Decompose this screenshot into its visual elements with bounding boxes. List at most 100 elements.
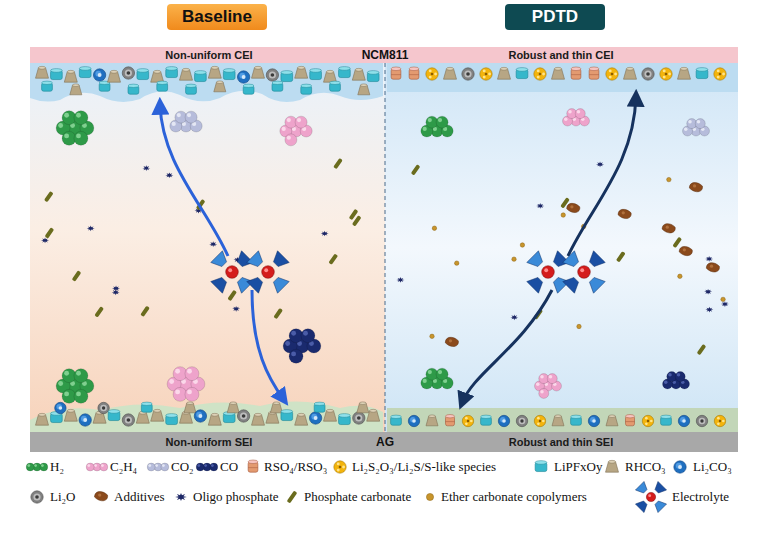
gas-cluster-part (303, 331, 308, 336)
rso-symbol-part (391, 67, 401, 71)
li2o-symbol-part (122, 67, 134, 79)
gas-cluster-part (94, 464, 97, 467)
gas-cluster-part (575, 109, 585, 119)
lis-symbol-part (539, 73, 542, 76)
li2o-symbol-part (98, 402, 109, 413)
add-symbol (689, 183, 702, 192)
lis-symbol (426, 68, 438, 80)
cyl-symbol (367, 71, 379, 82)
gas-cluster (421, 368, 453, 389)
gas-cluster-part (697, 120, 701, 124)
cone-symbol-part (38, 66, 45, 69)
gas-cluster-part (41, 464, 44, 467)
li2o-symbol-part (127, 418, 131, 422)
cyl-symbol-part (571, 415, 582, 418)
gas-cluster-part (64, 371, 69, 376)
legend-label: Li₂O (50, 488, 75, 506)
rso-symbol-part (391, 74, 401, 75)
cyl-symbol (137, 69, 149, 80)
cyl-symbol-part (339, 67, 351, 71)
phos-symbol-part (349, 209, 359, 220)
li2o-symbol-part (355, 414, 362, 421)
gas-cluster-part (285, 134, 297, 146)
phos-symbol (45, 227, 55, 238)
rso-symbol-part (248, 467, 258, 468)
add-symbol-part (449, 339, 452, 342)
cyl-symbol-part (314, 402, 325, 405)
lis-symbol-part (334, 461, 346, 473)
gas-cluster-part (291, 351, 296, 356)
gas-cluster-part (169, 379, 174, 384)
cone-symbol-part (361, 84, 368, 87)
gas-cluster-part (76, 113, 81, 118)
cyl-symbol-part (281, 71, 293, 75)
legend-label: CO (220, 458, 238, 476)
particles (36, 66, 729, 426)
lis-symbol-part (542, 420, 545, 423)
phos-symbol-part (411, 164, 421, 175)
layer-label: Non-uniform SEI (35, 432, 383, 452)
oligo-symbol (232, 306, 240, 312)
li2o-symbol-part (466, 72, 470, 76)
ring-symbol-part (592, 419, 596, 423)
cone-symbol-part (608, 460, 615, 463)
ring-symbol (55, 402, 66, 413)
cyl-symbol-part (330, 81, 341, 84)
cyl-symbol (696, 68, 708, 79)
elec-symbol-part (635, 481, 647, 493)
ether-symbol (561, 213, 565, 217)
ring-symbol-part (588, 415, 599, 426)
rso-symbol-part (446, 421, 455, 422)
cyl-symbol-part (272, 81, 283, 84)
phos-symbol (328, 254, 338, 265)
gas-cluster-part (162, 464, 165, 467)
ring-symbol-part (196, 412, 202, 418)
gas-cluster-part (64, 113, 69, 118)
elec-symbol-part (655, 501, 667, 513)
cathode-band (30, 47, 738, 63)
gas-cluster-part (438, 370, 442, 374)
lis-symbol (714, 68, 726, 80)
gas-cluster-part (287, 136, 291, 140)
li2o-symbol-part (696, 415, 707, 426)
ring-symbol-part (682, 419, 686, 423)
gas-cluster-part (540, 375, 544, 379)
panel-tag: PDTD (505, 4, 605, 30)
gas-cluster-part (27, 464, 30, 467)
ether-symbol (432, 226, 436, 230)
lis-symbol (660, 68, 672, 80)
cyl-symbol-part (391, 415, 402, 418)
cone-symbol (678, 67, 691, 79)
electrolyte-icons (211, 251, 605, 293)
lis-symbol-part (537, 76, 540, 79)
gas-cluster (683, 119, 710, 136)
cyl-symbol-part (367, 71, 379, 75)
gas-cluster (563, 109, 590, 126)
li2o-symbol-part (102, 406, 105, 409)
cone-symbol (151, 70, 164, 82)
oligo-symbol (142, 165, 150, 171)
oligo-symbol-part (721, 301, 729, 307)
cone-symbol (444, 67, 457, 79)
rso-symbol-part (589, 74, 599, 75)
oligo-symbol (704, 289, 712, 295)
gas-cluster-part (688, 120, 692, 124)
legend-label: LiPFxOy (554, 458, 602, 476)
li2o-symbol-part (269, 71, 276, 78)
ring-symbol-part (55, 402, 66, 413)
cyl-symbol-part (137, 69, 149, 73)
elec-symbol-part (589, 251, 605, 267)
li2o-symbol-part (462, 68, 474, 80)
oligo-symbol-part (87, 226, 95, 232)
baseline-panel (30, 63, 385, 432)
phos-symbol-part (287, 491, 298, 504)
cyl-symbol-part (42, 81, 53, 84)
oligo-symbol-part (705, 307, 713, 313)
lis-symbol-part (650, 420, 653, 423)
ring-symbol-part (239, 73, 245, 79)
lis-symbol-part (483, 69, 486, 72)
ether-symbol (667, 177, 671, 181)
elec-symbol-part (273, 251, 289, 267)
elec-symbol (527, 251, 569, 293)
ether-symbol-part (520, 243, 524, 247)
